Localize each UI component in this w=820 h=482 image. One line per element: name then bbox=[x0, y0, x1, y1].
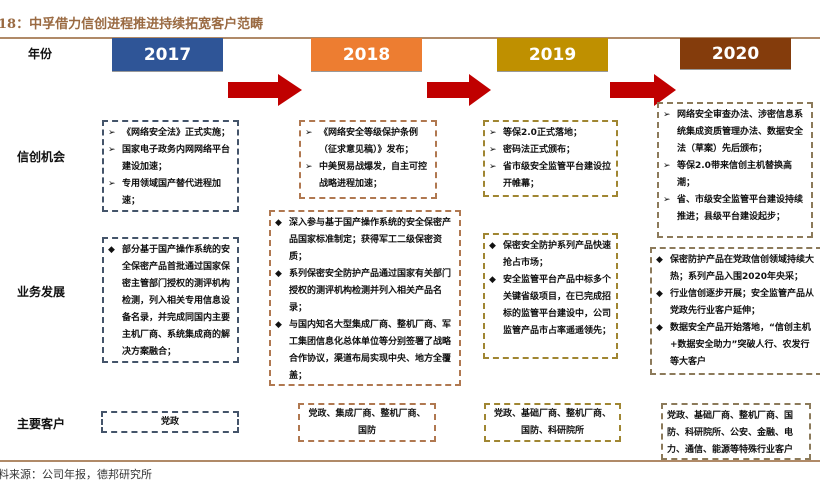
item-text: 安全监管平台产品中标多个关键省级项目，在已完成招标的监管平台建设中，公司监管产品… bbox=[503, 275, 612, 336]
diamond-bullet-icon: ◆ bbox=[275, 218, 282, 228]
arrow-bullet-icon: ➢ bbox=[305, 162, 313, 172]
item-text: 数据安全产品开始落地，“信创主机+数据安全助力”突破人行、农发行等大客户 bbox=[670, 323, 811, 367]
business-box-2018: ◆ 深入参与基于国产操作系统的安全保密产品国家标准制定；获得军工二级保密资质； ◆ 系… bbox=[269, 210, 461, 386]
item-text: 省、市级安全监管平台建设持续推进；县级平台建设起步； bbox=[677, 195, 804, 222]
arrow-right-icon bbox=[427, 74, 491, 106]
business-box-2017: ◆ 部分基于国产操作系统的安全保密产品首批通过国家保密主管部门授权的测评机构检测，… bbox=[102, 237, 239, 363]
diamond-bullet-icon: ◆ bbox=[656, 289, 663, 299]
opportunity-box-2019: ➢ 等保2.0正式落地； ➢ 密码法正式颁布； ➢ 省市级安全监管平台建设拉开帷幕； bbox=[483, 120, 618, 197]
customers-text: 党政、基础厂商、整机厂商、国防、科研院所、公安、金融、电力、通信、能源等特殊行业… bbox=[667, 411, 794, 455]
list-item: ◆ 系列保密安全防护产品通过国家有关部门授权的测评机构检测并列入相关产品名录； bbox=[275, 266, 455, 317]
year-2018: 2018 bbox=[311, 38, 422, 72]
customers-box-2018: 党政、集成厂商、整机厂商、国防 bbox=[298, 403, 436, 442]
list-item: ➢ 等保2.0正式落地； bbox=[489, 125, 612, 142]
opportunity-box-2020: ➢网络安全审查办法、涉密信息系统集成资质管理办法、数据安全法（草案）先后颁布；➢… bbox=[657, 102, 813, 238]
customers-text: 党政、集成厂商、整机厂商、国防 bbox=[308, 408, 426, 436]
list-item: ➢ 省市级安全监管平台建设拉开帷幕； bbox=[489, 159, 612, 193]
list-item: ➢ 中美贸易战爆发，自主可控战略进程加速； bbox=[305, 159, 431, 193]
item-text: 专用领域国产替代进程加速； bbox=[122, 179, 222, 206]
diamond-bullet-icon: ◆ bbox=[489, 275, 496, 285]
opportunity-box-2017: ➢ 《网络安全法》正式实施； ➢ 国家电子政务内网网络平台建设加速； ➢ 专用领域国产替代… bbox=[102, 120, 239, 212]
row-label-business: 业务发展 bbox=[17, 285, 66, 299]
bottom-rule bbox=[0, 460, 820, 462]
row-label-year: 年份 bbox=[28, 47, 53, 61]
list-item: ◆ 数据安全产品开始落地，“信创主机+数据安全助力”突破人行、农发行等大客户 bbox=[656, 320, 816, 371]
arrow-bullet-icon: ➢ bbox=[663, 161, 671, 171]
item-text: 保密防护产品在党政信创领域持续大热；系列产品入围2020年央采； bbox=[670, 255, 815, 282]
arrow-right-icon bbox=[610, 74, 676, 106]
arrow-bullet-icon: ➢ bbox=[489, 162, 497, 172]
list-item: ➢ 《网络安全等级保护条例（征求意见稿）》发布； bbox=[305, 125, 431, 159]
item-text: 国家电子政务内网网络平台建设加速； bbox=[122, 145, 231, 172]
source-note: 料来源：公司年报，德邦研究所 bbox=[0, 468, 152, 481]
arrow-bullet-icon: ➢ bbox=[108, 145, 116, 155]
arrow-bullet-icon: ➢ bbox=[663, 110, 671, 120]
arrow-right-icon bbox=[228, 74, 302, 106]
item-text: 系列保密安全防护产品通过国家有关部门授权的测评机构检测并列入相关产品名录； bbox=[289, 269, 452, 313]
item-text: 《网络安全等级保护条例（征求意见稿）》发布； bbox=[319, 128, 419, 155]
figure-title: 18：中孚借力信创进程推进持续拓宽客户范畴 bbox=[0, 17, 264, 32]
item-text: 深入参与基于国产操作系统的安全保密产品国家标准制定；获得军工二级保密资质； bbox=[289, 218, 452, 262]
business-box-2019: ◆ 保密安全防护系列产品快速抢占市场； ◆ 安全监管平台产品中标多个关键省级项目，在已… bbox=[483, 233, 618, 359]
item-text: 省市级安全监管平台建设拉开帷幕； bbox=[503, 162, 612, 189]
list-item: ◆ 行业信创逐步开展；安全监管产品从党政先行业客户延伸； bbox=[656, 286, 816, 320]
customers-text: 党政、基础厂商、整机厂商、国防、科研院所 bbox=[493, 408, 611, 436]
customers-text: 党政 bbox=[160, 416, 179, 427]
item-text: 等保2.0带来信创主机替换高潮； bbox=[677, 161, 792, 188]
customers-box-2020: 党政、基础厂商、整机厂商、国防、科研院所、公安、金融、电力、通信、能源等特殊行业… bbox=[661, 403, 811, 460]
arrow-bullet-icon: ➢ bbox=[305, 128, 313, 138]
row-label-customers: 主要客户 bbox=[17, 417, 66, 431]
customers-box-2019: 党政、基础厂商、整机厂商、国防、科研院所 bbox=[484, 403, 621, 442]
list-item: ➢ 密码法正式颁布； bbox=[489, 142, 612, 159]
list-item: ◆ 保密安全防护系列产品快速抢占市场； bbox=[489, 238, 612, 272]
arrow-bullet-icon: ➢ bbox=[663, 195, 671, 205]
item-text: 中美贸易战爆发，自主可控战略进程加速； bbox=[319, 162, 428, 189]
list-item: ➢ 等保2.0带来信创主机替换高潮； bbox=[663, 158, 807, 192]
list-item: ➢ 《网络安全法》正式实施； bbox=[108, 125, 233, 142]
list-item: ➢ 网络安全审查办法、涉密信息系统集成资质管理办法、数据安全法（草案）先后颁布； bbox=[663, 107, 807, 158]
arrow-bullet-icon: ➢ bbox=[489, 128, 497, 138]
year-2019: 2019 bbox=[497, 38, 608, 72]
item-text: 密码法正式颁布； bbox=[503, 145, 576, 155]
opportunity-box-2018: ➢ 《网络安全等级保护条例（征求意见稿）》发布； ➢ 中美贸易战爆发，自主可控战略进程… bbox=[299, 120, 437, 199]
list-item: ◆ 与国内知名大型集成厂商、整机厂商、军工集团信息化总体单位等分别签署了战略合作协… bbox=[275, 317, 455, 385]
item-text: 行业信创逐步开展；安全监管产品从党政先行业客户延伸； bbox=[670, 289, 815, 316]
list-item: ◆ 保密防护产品在党政信创领域持续大热；系列产品入围2020年央采； bbox=[656, 252, 816, 286]
diamond-bullet-icon: ◆ bbox=[275, 269, 282, 279]
item-text: 网络安全审查办法、涉密信息系统集成资质管理办法、数据安全法（草案）先后颁布； bbox=[677, 110, 804, 154]
item-text: 等保2.0正式落地； bbox=[503, 128, 582, 138]
diamond-bullet-icon: ◆ bbox=[275, 320, 282, 330]
arrow-bullet-icon: ➢ bbox=[489, 145, 497, 155]
diamond-bullet-icon: ◆ bbox=[108, 245, 115, 255]
list-item: ◆ 深入参与基于国产操作系统的安全保密产品国家标准制定；获得军工二级保密资质； bbox=[275, 215, 455, 266]
year-2017: 2017 bbox=[112, 38, 223, 72]
item-text: 保密安全防护系列产品快速抢占市场； bbox=[503, 241, 612, 268]
year-2020: 2020 bbox=[680, 38, 791, 70]
diamond-bullet-icon: ◆ bbox=[656, 255, 663, 265]
list-item: ➢ 专用领域国产替代进程加速； bbox=[108, 176, 233, 210]
row-label-opportunity: 信创机会 bbox=[17, 150, 66, 164]
arrow-bullet-icon: ➢ bbox=[108, 179, 116, 189]
list-item: ◆ 安全监管平台产品中标多个关键省级项目，在已完成招标的监管平台建设中，公司监管产… bbox=[489, 272, 612, 340]
item-text: 与国内知名大型集成厂商、整机厂商、军工集团信息化总体单位等分别签署了战略合作协议… bbox=[289, 320, 452, 381]
customers-box-2017: 党政 bbox=[101, 411, 239, 433]
diamond-bullet-icon: ◆ bbox=[656, 323, 663, 333]
business-box-2020: ◆ 保密防护产品在党政信创领域持续大热；系列产品入围2020年央采； ◆ 行业信创逐步… bbox=[650, 247, 820, 375]
arrow-bullet-icon: ➢ bbox=[108, 128, 116, 138]
list-item: ➢ 省、市级安全监管平台建设持续推进；县级平台建设起步； bbox=[663, 192, 807, 226]
diamond-bullet-icon: ◆ bbox=[489, 241, 496, 251]
item-text: 部分基于国产操作系统的安全保密产品首批通过国家保密主管部门授权的测评机构检测，列… bbox=[122, 245, 231, 357]
list-item: ◆ 部分基于国产操作系统的安全保密产品首批通过国家保密主管部门授权的测评机构检测，… bbox=[108, 242, 233, 361]
item-text: 《网络安全法》正式实施； bbox=[122, 128, 231, 138]
list-item: ➢ 国家电子政务内网网络平台建设加速； bbox=[108, 142, 233, 176]
